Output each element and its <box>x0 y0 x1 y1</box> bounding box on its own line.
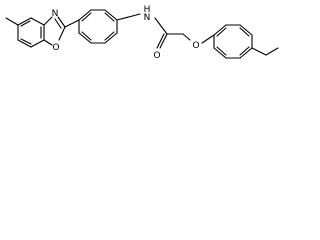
atom-label-ether-o: O <box>192 41 199 51</box>
ether-linkage <box>182 33 215 44</box>
atom-label-oxazole-o: O <box>52 43 59 53</box>
carbonyl-oxygen-label: O <box>153 51 160 61</box>
atom-label-carbonyl-o: O <box>153 51 160 61</box>
atom-label-amide-nh: H N <box>144 5 151 23</box>
methyl-group <box>5 17 19 26</box>
ethyl-group <box>251 47 279 56</box>
biaryl-bond <box>64 19 80 28</box>
benzo-ring <box>17 17 45 48</box>
oxazole-ring <box>43 16 66 46</box>
amide-nitrogen-label: N <box>144 13 151 23</box>
amide-hydrogen-label: H <box>144 5 151 15</box>
atom-label-oxazole-n: N <box>52 9 59 19</box>
phenylene-ring <box>78 9 118 44</box>
amide-linkage <box>116 13 184 49</box>
oxazole-oxygen-label: O <box>52 43 59 53</box>
oxazole-nitrogen-label: N <box>52 9 59 19</box>
chemical-structure: N O H N O O <box>5 5 279 61</box>
ether-oxygen-label: O <box>192 41 199 51</box>
phenoxy-ring <box>213 24 253 59</box>
